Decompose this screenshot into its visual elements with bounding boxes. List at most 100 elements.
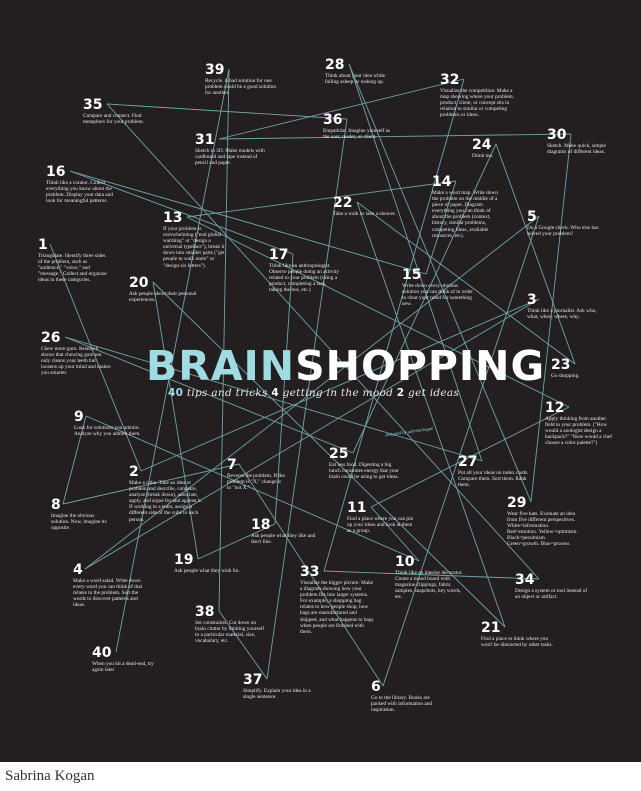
- tip-text: When you hit a dead-end, try again later: [92, 661, 154, 674]
- connector-line: [266, 118, 348, 680]
- connector-line: [69, 170, 427, 275]
- tip-number: 18: [251, 517, 271, 533]
- connector-line: [425, 180, 457, 275]
- tip-number: 31: [195, 132, 215, 148]
- title-brain: BRAIN: [146, 342, 296, 390]
- tip-number: 3: [527, 292, 537, 308]
- connector-line: [62, 415, 87, 505]
- tip-number: 32: [440, 72, 460, 88]
- tip-number: 2: [129, 464, 139, 480]
- tip-text: Imagine the obvious solution. Now, imagi…: [51, 513, 107, 532]
- tip-text: If your problem is overwhelming ("end gl…: [163, 226, 225, 269]
- connector-line: [370, 506, 420, 562]
- tip-number: 36: [323, 112, 343, 128]
- tip-text: Eat less food. Digesting a big lunch con…: [329, 462, 399, 481]
- tip-number: 19: [174, 552, 194, 568]
- tip-number: 27: [458, 454, 478, 470]
- tip-number: 11: [347, 500, 367, 516]
- connector-line: [186, 216, 570, 408]
- tip-text: Make a cube. Take an idea or problem and…: [129, 480, 203, 523]
- tip-number: 12: [545, 400, 565, 416]
- tagline-text: get ideas: [404, 387, 460, 399]
- tagline-text: tips and tricks: [183, 387, 272, 399]
- tip-number: 40: [92, 645, 112, 661]
- tip-number: 25: [329, 446, 349, 462]
- tip-number: 21: [481, 620, 501, 636]
- tip-number: 35: [83, 97, 103, 113]
- connecting-lines: [49, 63, 576, 687]
- connector-line: [115, 68, 230, 653]
- tagline-number: 4: [271, 387, 279, 399]
- tagline-number: 40: [168, 387, 184, 399]
- connector-line: [186, 180, 457, 218]
- tip-number: 1: [38, 237, 48, 253]
- connector-line: [106, 103, 540, 580]
- tip-text: Drink tea.: [472, 153, 494, 159]
- tip-number: 23: [551, 357, 571, 373]
- tagline: 40 tips and tricks 4 getting in the mood…: [168, 387, 459, 399]
- tip-number: 10: [395, 554, 415, 570]
- tip-text: Think about your idea while falling asle…: [325, 73, 386, 86]
- tip-number: 37: [243, 672, 263, 688]
- connector-line: [530, 133, 572, 503]
- tip-text: Design a system or tool instead of an ob…: [515, 588, 588, 601]
- connector-line: [152, 281, 506, 628]
- tip-number: 15: [402, 267, 422, 283]
- tip-text: Compare and connect. Find metaphors for …: [83, 113, 144, 126]
- tip-text: Find a place where you can pin up your i…: [347, 516, 414, 535]
- tip-number: 6: [371, 679, 381, 695]
- tip-text: Make a word salad. Write down every word…: [73, 578, 143, 609]
- author-caption: Sabrina Kogan: [5, 768, 95, 784]
- tip-text: Make a word map. Write down the problem …: [432, 190, 498, 239]
- connector-line: [84, 215, 540, 570]
- connector-line: [85, 415, 420, 562]
- tip-number: 20: [129, 275, 149, 291]
- tip-number: 26: [41, 330, 61, 346]
- connector-line: [348, 63, 483, 462]
- tip-text: Sketch. Make quick, simple diagrams of d…: [547, 143, 606, 156]
- connector-line: [356, 201, 506, 628]
- tip-text: Recycle. A bad solution for one problem …: [205, 78, 277, 97]
- tip-text: Visualize the bigger picture. Make a dia…: [300, 580, 374, 635]
- connector-line: [495, 143, 576, 365]
- tip-text: Chew more gum. Research shows that chewi…: [41, 346, 111, 377]
- tip-text: Reverse the problem. If the problem is "…: [227, 473, 285, 492]
- tip-text: Think like a curator. Collect everything…: [46, 180, 113, 205]
- tip-number: 39: [205, 62, 225, 78]
- tip-text: Look for solutions you admire. Analyze w…: [74, 425, 141, 438]
- connector-line: [64, 336, 354, 454]
- tip-text: Write down every obvious solution you ca…: [402, 283, 473, 308]
- connector-line: [356, 201, 576, 365]
- tip-text: Visualize the competition. Make a map sh…: [440, 88, 514, 119]
- tip-number: 17: [269, 247, 289, 263]
- connector-line: [106, 103, 348, 120]
